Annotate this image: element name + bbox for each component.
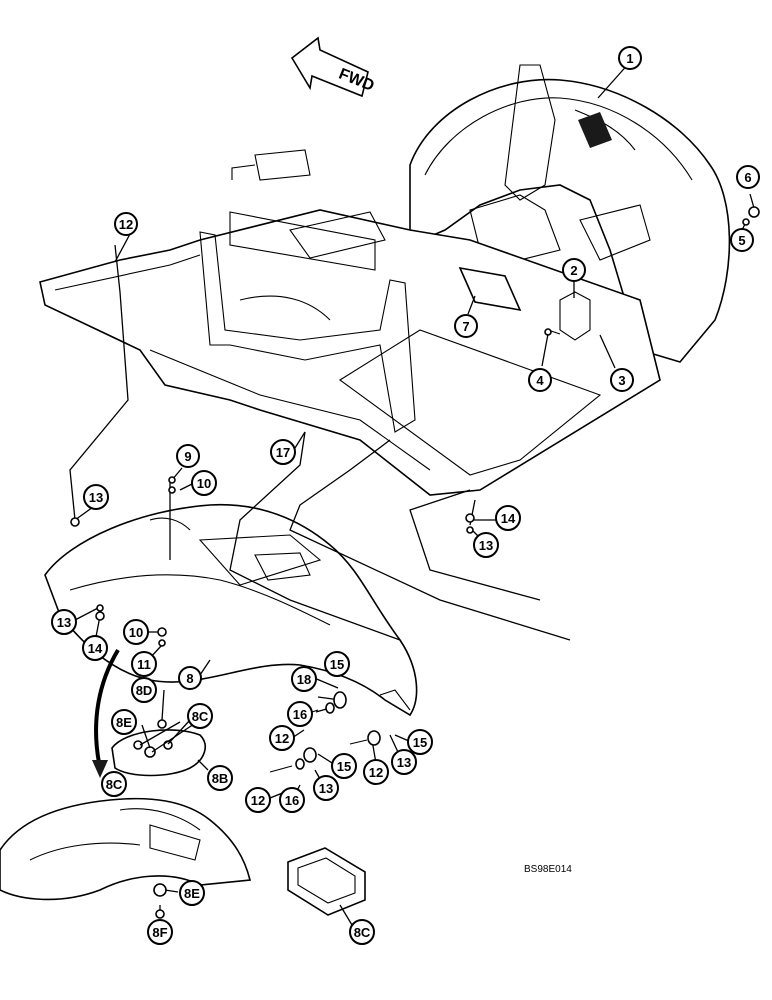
callout-9: 9 (176, 444, 200, 468)
callout-3: 3 (610, 368, 634, 392)
front-pillar (199, 231, 416, 433)
svg-text:12: 12 (251, 793, 265, 808)
svg-text:1: 1 (626, 51, 633, 66)
callout-15b: 15 (407, 729, 433, 755)
svg-text:4: 4 (536, 373, 544, 388)
svg-text:10: 10 (197, 476, 211, 491)
callout-5: 5 (730, 228, 754, 252)
callout-13c: 13 (51, 609, 77, 635)
svg-text:15: 15 (337, 759, 351, 774)
callout-16a: 16 (287, 701, 313, 727)
svg-text:13: 13 (397, 755, 411, 770)
callout-18: 18 (291, 666, 317, 692)
drawing-code: BS98E014 (524, 864, 572, 875)
callout-12a: 12 (114, 212, 138, 236)
svg-text:17: 17 (276, 445, 290, 460)
svg-text:12: 12 (369, 765, 383, 780)
svg-text:16: 16 (293, 707, 307, 722)
svg-text:12: 12 (275, 731, 289, 746)
callout-16b: 16 (279, 787, 305, 813)
callout-2: 2 (562, 258, 586, 282)
callout-8d: 8D (131, 677, 157, 703)
svg-text:3: 3 (618, 373, 625, 388)
callout-10a: 10 (191, 470, 217, 496)
svg-text:8C: 8C (354, 925, 371, 940)
callout-8f: 8F (147, 919, 173, 945)
svg-text:12: 12 (119, 217, 133, 232)
callout-1: 1 (618, 46, 642, 70)
svg-text:16: 16 (285, 793, 299, 808)
callout-7: 7 (454, 314, 478, 338)
svg-text:2: 2 (570, 263, 577, 278)
callout-8e-a: 8E (111, 709, 137, 735)
cup-holder-insert (287, 847, 366, 916)
detail-arrow (92, 648, 120, 778)
callout-12d: 12 (245, 787, 271, 813)
callout-14b: 14 (82, 635, 108, 661)
mount-plate (111, 729, 206, 777)
svg-text:8D: 8D (136, 683, 153, 698)
svg-text:18: 18 (297, 672, 311, 687)
forward-arrow: FWD (290, 36, 376, 98)
callout-6: 6 (736, 165, 760, 189)
svg-text:7: 7 (462, 319, 469, 334)
svg-text:6: 6 (744, 170, 751, 185)
callout-8c-c: 8C (349, 919, 375, 945)
callout-12c: 12 (363, 759, 389, 785)
callout-13a: 13 (83, 484, 109, 510)
callout-8: 8 (178, 666, 202, 690)
svg-text:9: 9 (184, 449, 191, 464)
svg-text:5: 5 (738, 233, 745, 248)
callout-14a: 14 (495, 505, 521, 531)
callout-10b: 10 (123, 619, 149, 645)
svg-text:8C: 8C (192, 709, 209, 724)
callout-8e-b: 8E (179, 880, 205, 906)
svg-text:13: 13 (319, 781, 333, 796)
callout-13d: 13 (391, 749, 417, 775)
svg-text:13: 13 (479, 538, 493, 553)
svg-text:11: 11 (137, 657, 151, 672)
callout-8b: 8B (207, 765, 233, 791)
callout-13b: 13 (473, 532, 499, 558)
svg-text:13: 13 (89, 490, 103, 505)
lower-fender-detail (0, 797, 252, 901)
callout-11: 11 (131, 651, 157, 677)
svg-text:15: 15 (330, 657, 344, 672)
svg-text:15: 15 (413, 735, 427, 750)
svg-text:8F: 8F (152, 925, 167, 940)
svg-text:8E: 8E (116, 715, 132, 730)
callout-12b: 12 (269, 725, 295, 751)
callout-15c: 15 (331, 753, 357, 779)
svg-text:13: 13 (57, 615, 71, 630)
callout-17: 17 (270, 439, 296, 465)
svg-text:8E: 8E (184, 886, 200, 901)
hardware (70, 206, 760, 919)
callout-15a: 15 (324, 651, 350, 677)
floor-plate (39, 149, 661, 496)
callout-13e: 13 (313, 775, 339, 801)
svg-text:8B: 8B (212, 771, 229, 786)
callout-4: 4 (528, 368, 552, 392)
svg-text:8: 8 (186, 671, 193, 686)
svg-text:14: 14 (88, 641, 103, 656)
svg-text:10: 10 (129, 625, 143, 640)
callout-8c-b: 8C (101, 771, 127, 797)
svg-text:8C: 8C (106, 777, 123, 792)
svg-text:14: 14 (501, 511, 516, 526)
floor-mat (458, 266, 522, 312)
rear-fender (409, 64, 731, 363)
callout-8c-a: 8C (187, 703, 213, 729)
